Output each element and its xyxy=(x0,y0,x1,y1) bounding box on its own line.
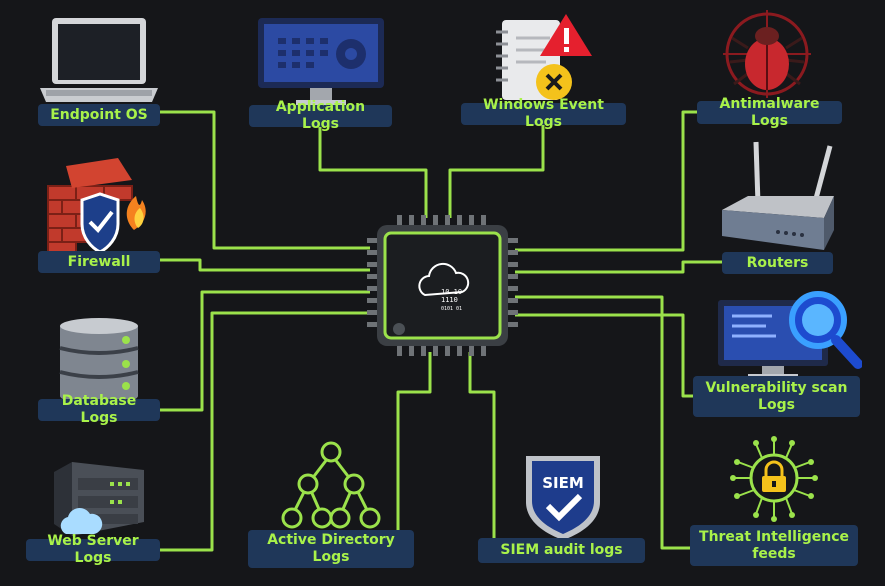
vulnerability-scan-logs-label: Vulnerability scan Logs xyxy=(693,376,860,417)
line-vuln xyxy=(515,313,693,398)
router-icon xyxy=(722,141,834,250)
lock-circuit-icon xyxy=(730,436,818,522)
malware-bug-icon xyxy=(723,10,811,98)
antimalware-logs-label: Antimalware Logs xyxy=(697,96,842,129)
line-windows xyxy=(448,125,545,218)
endpoint-os-label: Endpoint OS xyxy=(38,104,160,126)
web-server-logs-label: Web Server Logs xyxy=(26,533,160,566)
routers-label: Routers xyxy=(722,252,833,274)
directory-tree-icon xyxy=(281,441,381,529)
windows-event-logs-label: Windows Event Logs xyxy=(461,97,626,130)
vulnerability-scan-icon xyxy=(718,291,862,379)
line-database xyxy=(160,290,370,412)
database-icon xyxy=(59,318,139,404)
firewall-shield-icon xyxy=(47,158,146,255)
active-directory-logs-label: Active Directory Logs xyxy=(248,530,414,568)
event-log-warning-icon xyxy=(496,14,592,100)
line-endpoint xyxy=(160,110,370,250)
chip-binary-line2: 1110 xyxy=(441,296,458,304)
threat-intelligence-feeds-label: Threat Intelligence feeds xyxy=(690,525,858,566)
laptop-icon xyxy=(40,18,158,102)
line-webserver xyxy=(160,311,370,552)
line-siemaudit xyxy=(468,352,496,540)
application-logs-label: Application Logs xyxy=(249,99,392,132)
monitor-settings-icon xyxy=(258,18,384,105)
siem-shield-text: SIEM xyxy=(542,474,584,492)
siem-shield-icon: SIEM xyxy=(526,456,600,540)
line-routers xyxy=(515,260,722,274)
siem-audit-logs-label: SIEM audit logs xyxy=(478,538,645,563)
line-antimalware xyxy=(515,110,697,252)
line-activedir xyxy=(396,352,432,530)
line-firewall xyxy=(160,258,370,272)
chip-binary-line1: 10 10 xyxy=(441,288,462,296)
chip-binary-line3: 0101 01 xyxy=(441,306,462,312)
processor-chip-icon: 10 10 1110 0101 01 xyxy=(367,215,518,356)
database-logs-label: Database Logs xyxy=(38,393,160,426)
firewall-label: Firewall xyxy=(38,251,160,273)
line-application xyxy=(318,125,428,218)
line-threat xyxy=(515,295,690,550)
web-server-icon xyxy=(54,462,144,536)
